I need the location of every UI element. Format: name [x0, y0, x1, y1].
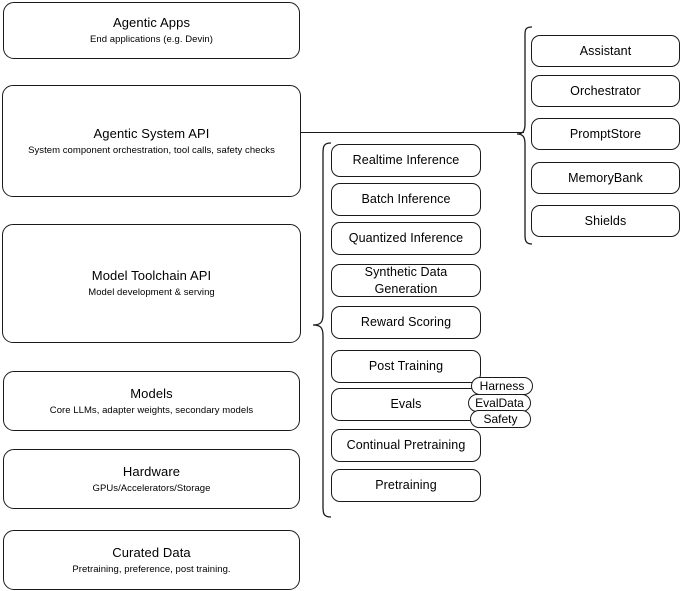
layer-title: Agentic Apps [112, 15, 191, 30]
evals-pill-harness[interactable]: Harness [471, 377, 533, 395]
layer-title: Models [130, 385, 173, 401]
layer-subtitle: Model development & serving [88, 287, 215, 298]
layer-subtitle: GPUs/Accelerators/Storage [92, 482, 211, 494]
component-label: PromptStore [569, 126, 642, 141]
toolchain-label: Pretraining [375, 478, 437, 492]
layer-subtitle: System component orchestration, tool cal… [28, 144, 275, 156]
system-component-orchestrator[interactable]: Orchestrator [531, 75, 680, 107]
layer-subtitle: Core LLMs, adapter weights, secondary mo… [49, 404, 254, 416]
stack-layer-agentic-apps[interactable]: Agentic Apps End applications (e.g. Devi… [3, 2, 300, 59]
toolchain-label: Post Training [368, 359, 444, 373]
pill-label: Harness [479, 379, 525, 393]
pill-label: Safety [483, 412, 518, 426]
stack-layer-model-toolchain-api[interactable]: Model Toolchain API Model development & … [2, 224, 301, 343]
toolchain-item-pretraining[interactable]: Pretraining [331, 469, 481, 502]
toolchain-item-evals[interactable]: Evals [331, 388, 481, 421]
toolchain-label: Quantized Inference [348, 231, 464, 245]
pill-label: EvalData [475, 396, 524, 410]
toolchain-item-quantized-inference[interactable]: Quantized Inference [331, 222, 481, 255]
toolchain-item-post-training[interactable]: Post Training [331, 350, 481, 383]
system-component-assistant[interactable]: Assistant [531, 35, 680, 67]
component-label: Shields [584, 213, 627, 228]
component-label: Assistant [579, 43, 632, 58]
brace-system-column [516, 26, 533, 245]
layer-subtitle: End applications (e.g. Devin) [90, 34, 213, 45]
toolchain-label: Batch Inference [361, 192, 451, 206]
system-component-shields[interactable]: Shields [531, 205, 680, 237]
layer-title: Hardware [122, 463, 181, 479]
toolchain-label: Reward Scoring [360, 315, 452, 329]
component-label: MemoryBank [568, 170, 643, 185]
brace-toolchain-column [312, 142, 332, 518]
system-component-promptstore[interactable]: PromptStore [531, 118, 680, 150]
stack-layer-agentic-system-api[interactable]: Agentic System API System component orch… [2, 85, 301, 197]
connector-system-api-to-components [301, 132, 524, 134]
toolchain-item-continual-pretraining[interactable]: Continual Pretraining [331, 429, 481, 462]
toolchain-item-batch-inference[interactable]: Batch Inference [331, 183, 481, 216]
stack-layer-models[interactable]: Models Core LLMs, adapter weights, secon… [3, 371, 300, 431]
toolchain-item-realtime-inference[interactable]: Realtime Inference [331, 144, 481, 177]
toolchain-item-synthetic-data-generation[interactable]: Synthetic Data Generation [331, 264, 481, 297]
toolchain-label: Realtime Inference [352, 153, 460, 167]
evals-pill-evaldata[interactable]: EvalData [468, 394, 531, 412]
toolchain-label: Synthetic Data Generation [364, 264, 448, 296]
layer-subtitle: Pretraining, preference, post training. [72, 563, 231, 575]
layer-title: Curated Data [112, 544, 191, 560]
layer-title: Model Toolchain API [91, 268, 212, 283]
stack-layer-hardware[interactable]: Hardware GPUs/Accelerators/Storage [3, 449, 300, 509]
toolchain-label: Continual Pretraining [346, 438, 466, 452]
component-label: Orchestrator [570, 83, 641, 98]
system-component-memorybank[interactable]: MemoryBank [531, 162, 680, 194]
toolchain-label: Evals [390, 397, 422, 411]
layer-title: Agentic System API [93, 125, 210, 141]
stack-layer-curated-data[interactable]: Curated Data Pretraining, preference, po… [3, 530, 300, 590]
toolchain-item-reward-scoring[interactable]: Reward Scoring [331, 306, 481, 339]
evals-pill-safety[interactable]: Safety [470, 410, 531, 428]
